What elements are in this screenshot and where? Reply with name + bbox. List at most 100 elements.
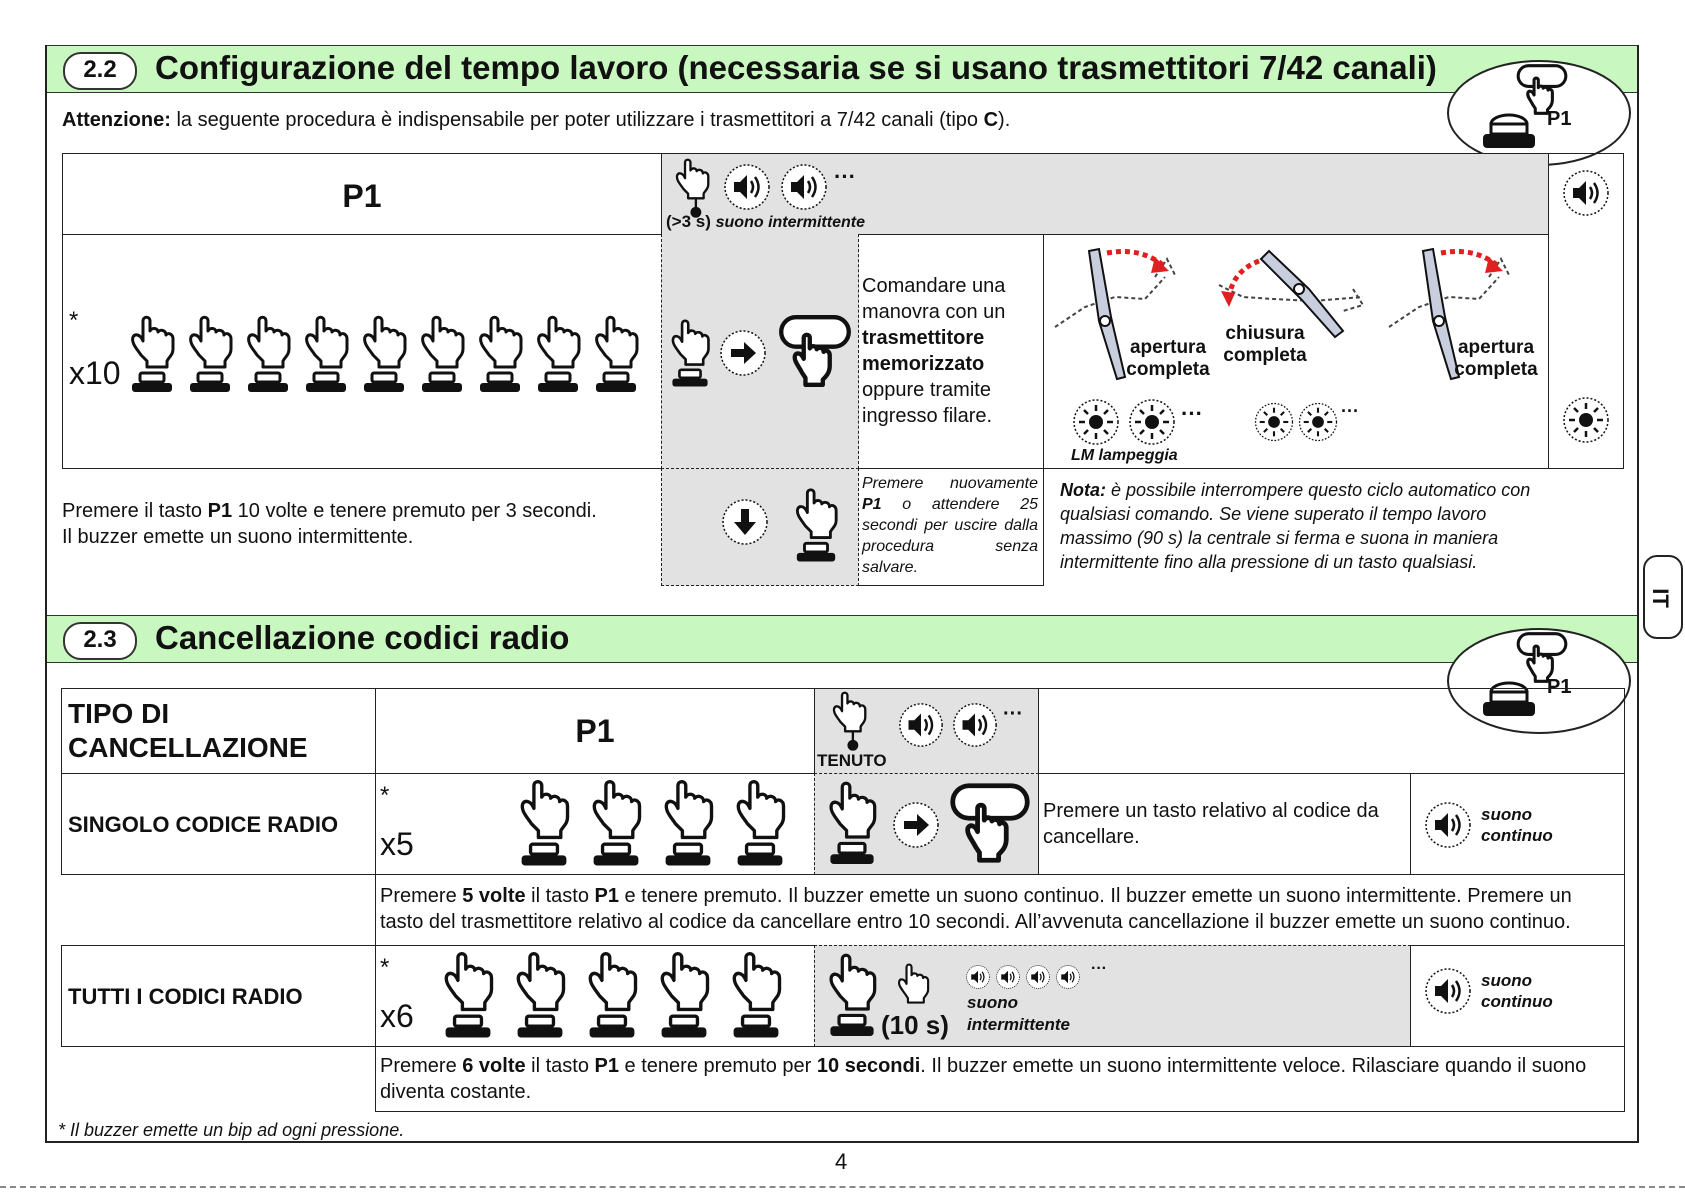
multiplier: x10: [69, 355, 121, 391]
hand-button-icon: [359, 315, 409, 395]
command-text-cell: Comandare una manovra con un trasmettito…: [858, 234, 1044, 469]
remote-press-icon: [776, 312, 854, 390]
badge-label: P1: [1547, 108, 1572, 130]
hand-button-icon: [243, 315, 293, 395]
ellipsis: ···: [1003, 703, 1023, 725]
hand-button-icon: [660, 778, 716, 870]
hand-button-icon: [656, 950, 712, 1042]
gate-label-close: chiusura completa: [1223, 323, 1307, 366]
press-sequence-cell: * x5: [375, 773, 815, 875]
row1-description: Premere 5 volte il tasto P1 e tenere pre…: [375, 874, 1625, 946]
press-sequence-cell: * x6: [375, 945, 815, 1047]
badge-label: P1: [1547, 676, 1572, 698]
hand-button-icon: [825, 950, 879, 1042]
header-p1-cell: P1: [375, 688, 815, 774]
sound-label: suono continuo: [1481, 805, 1553, 845]
sun-icon: [1253, 401, 1295, 443]
language-label: IT: [1647, 588, 1673, 608]
lm-label: LM lampeggia: [1071, 447, 1178, 464]
arrow-down-icon: [720, 497, 770, 547]
held-label: TENUTO: [817, 751, 887, 770]
speaker-icon: [1025, 964, 1051, 990]
speaker-icon: [965, 964, 991, 990]
sun-icon: [1127, 397, 1177, 447]
hand-button-icon: [533, 315, 583, 395]
hand-button-icon: [792, 487, 840, 565]
ellipsis: ···: [834, 164, 856, 189]
sound-label: suono continuo: [1481, 971, 1553, 1011]
section-title: Configurazione del tempo lavoro (necessa…: [155, 49, 1437, 86]
held-cell: ··· TENUTO: [814, 688, 1039, 774]
speaker-icon: [995, 964, 1021, 990]
ellipsis: ···: [1091, 960, 1107, 977]
hand-button-icon: [440, 950, 496, 1042]
gate-close-icon: [1218, 249, 1365, 339]
hand-button-icon: [668, 318, 712, 390]
button-presses: [440, 950, 816, 1044]
multiplier: x6: [380, 998, 414, 1034]
ellipsis: ···: [1341, 401, 1359, 421]
page-number: 4: [835, 1149, 848, 1174]
section-number: 2.3: [63, 622, 137, 660]
header-empty-cell: [1038, 688, 1625, 774]
section-title: Cancellazione codici radio: [155, 619, 570, 656]
hand-button-icon: [185, 315, 235, 395]
hand-button-icon: [588, 778, 644, 870]
hold-time: (>3 s): [666, 212, 711, 231]
hold-10s-cell: (10 s) ··· suono intermittente: [814, 945, 1411, 1047]
hand-button-icon: [825, 778, 879, 870]
asterisk: *: [380, 954, 390, 981]
hand-button-icon: [584, 950, 640, 1042]
bottom-rule: [0, 1186, 1685, 1188]
row-single-code-label: SINGOLO CODICE RADIO: [61, 773, 376, 875]
header-type-cell: TIPO DI CANCELLAZIONE: [61, 688, 376, 774]
sound-intermittent-label: suono intermittente: [967, 993, 1070, 1034]
gate-label-open: apertura completa: [1454, 337, 1538, 380]
header-p1-cell: P1: [62, 153, 662, 235]
gate-diagram-cell: apertura completa chiusura completa aper…: [1043, 234, 1549, 469]
note-text: Nota: è possibile interrompere questo ci…: [1060, 480, 1531, 572]
hand-button-icon: [417, 315, 467, 395]
speaker-icon: [1423, 800, 1473, 850]
hold-caption: suono intermittente: [715, 214, 865, 231]
hand-hold-icon: [670, 158, 714, 220]
hand-button-icon: [516, 778, 572, 870]
hold-time: (10 s): [881, 1010, 949, 1040]
exit-text: Premere nuovamente P1 o attendere 25 sec…: [862, 475, 1038, 576]
transmitter-cell: [814, 773, 1039, 875]
procedure-description: Premere il tasto P1 10 volte e tenere pr…: [62, 500, 597, 548]
section-2-3-header: 2.3 Cancellazione codici radio: [47, 615, 1637, 663]
arrow-right-icon: [718, 328, 768, 378]
hand-button-icon: [728, 950, 784, 1042]
multiplier: x5: [380, 826, 414, 862]
remote-press-icon: [947, 780, 1033, 866]
transmitter-cell: [661, 234, 859, 469]
header-type: TIPO DI CANCELLAZIONE: [68, 698, 308, 763]
sun-icon: [1561, 395, 1611, 445]
ellipsis: ···: [1181, 401, 1203, 426]
button-icon: [1483, 681, 1535, 716]
instruction-text: Premere un tasto relativo al codice da c…: [1043, 800, 1379, 848]
instruction-cell: Premere un tasto relativo al codice da c…: [1038, 773, 1411, 875]
hand-button-icon: [127, 315, 177, 395]
speaker-icon: [951, 701, 999, 749]
gate-open-icon: [1054, 247, 1176, 381]
command-text: Comandare una manovra con un trasmettito…: [862, 275, 1006, 427]
result-column: [1548, 153, 1624, 469]
attention-note: Attenzione: la seguente procedura è indi…: [62, 109, 1011, 131]
exit-text-cell: Premere nuovamente P1 o attendere 25 sec…: [858, 468, 1044, 586]
hold-cell: ··· (>3 s) suono intermittente: [661, 153, 1549, 235]
asterisk: *: [380, 782, 390, 809]
language-tab: IT: [1643, 555, 1683, 639]
section-number: 2.2: [63, 52, 137, 90]
gate-open-icon: [1388, 247, 1510, 381]
sun-icon: [1297, 401, 1339, 443]
asterisk: *: [69, 307, 79, 334]
header-p1: P1: [575, 713, 615, 749]
speaker-icon: [722, 162, 772, 212]
hand-button-icon: [591, 315, 641, 395]
sound-cell: suono continuo: [1410, 773, 1625, 875]
speaker-icon: [1423, 966, 1473, 1016]
hand-hold-icon: [827, 691, 871, 753]
speaker-icon: [897, 701, 945, 749]
